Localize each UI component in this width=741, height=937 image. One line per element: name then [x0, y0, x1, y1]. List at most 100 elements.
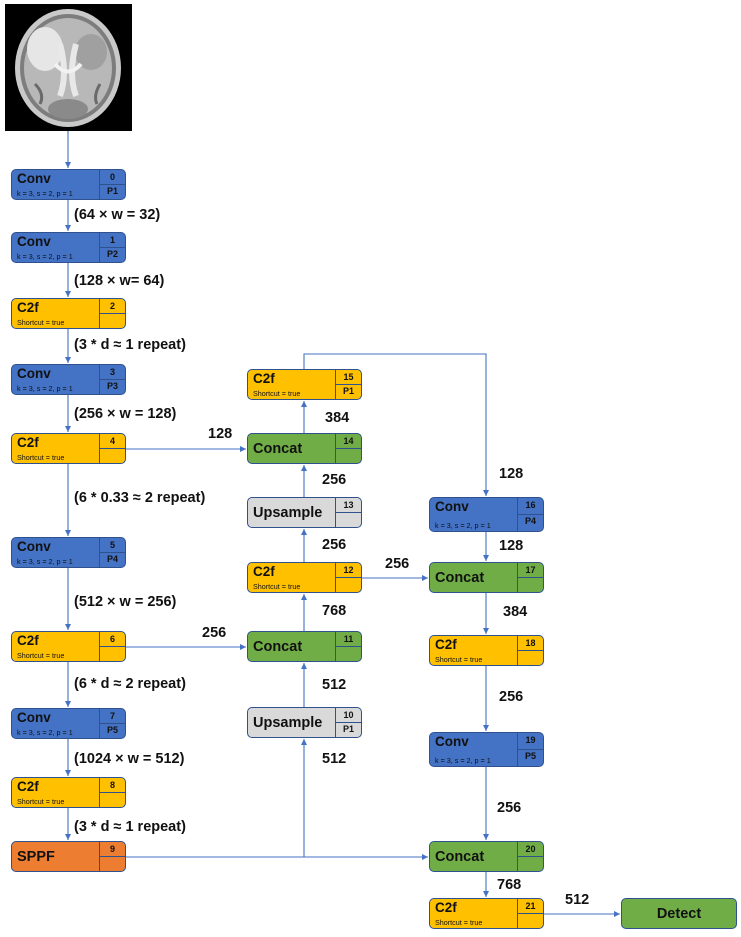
block-index-cell: 17	[517, 563, 543, 592]
block-name: Conv	[435, 499, 469, 514]
edge-label: 256	[385, 556, 410, 572]
block-name: Conv	[435, 734, 469, 749]
edge-label: 128	[499, 538, 524, 554]
c2f-block-21[interactable]: C2f Shortcut = true 21	[429, 898, 544, 929]
concat-block-17[interactable]: Concat 17	[429, 562, 544, 593]
channel-label: (128 × w= 64)	[74, 273, 165, 289]
block-index-cell: 6	[99, 632, 125, 661]
block-level: P5	[524, 750, 536, 761]
block-params: k = 3, s = 2, p = 1	[17, 557, 73, 566]
block-level	[336, 513, 361, 528]
block-level	[100, 647, 125, 662]
block-index-cell: 18	[517, 636, 543, 665]
block-index: 6	[100, 632, 125, 647]
brain-scan-illustration	[5, 4, 132, 131]
edge-label: 512	[322, 751, 347, 767]
block-index: 18	[518, 636, 543, 651]
upsample-block-13[interactable]: Upsample 13	[247, 497, 362, 528]
block-params: k = 3, s = 2, p = 1	[435, 521, 491, 530]
block-index: 19	[518, 733, 543, 750]
repeat-label: (6 * 0.33 ≈ 2 repeat)	[74, 490, 206, 506]
edge-label: 256	[322, 472, 347, 488]
block-index-cell: 11	[335, 632, 361, 661]
block-index-cell: 8	[99, 778, 125, 807]
c2f-block-8[interactable]: C2f Shortcut = true 8	[11, 777, 126, 808]
c2f-block-4[interactable]: C2f Shortcut = true 4	[11, 433, 126, 464]
c2f-block-18[interactable]: C2f Shortcut = true 18	[429, 635, 544, 666]
edge-label: 256	[322, 537, 347, 553]
sppf-block-9[interactable]: SPPF 9	[11, 841, 126, 872]
block-index-cell: 13	[335, 498, 361, 527]
block-index-cell: 9	[99, 842, 125, 871]
block-level	[100, 793, 125, 808]
block-level	[336, 647, 361, 662]
channel-label: (512 × w = 256)	[74, 594, 177, 610]
block-params: Shortcut = true	[435, 655, 483, 664]
concat-block-14[interactable]: Concat 14	[247, 433, 362, 464]
block-params: k = 3, s = 2, p = 1	[17, 384, 73, 393]
block-level	[518, 914, 543, 929]
concat-block-11[interactable]: Concat 11	[247, 631, 362, 662]
c2f-block-12[interactable]: C2f Shortcut = true 12	[247, 562, 362, 593]
block-level	[100, 449, 125, 464]
repeat-label: (3 * d ≈ 1 repeat)	[74, 337, 186, 353]
block-name: Concat	[435, 848, 485, 865]
block-index: 20	[518, 842, 543, 857]
block-index: 3	[100, 365, 125, 380]
edge-label: 768	[322, 603, 347, 619]
block-name: C2f	[253, 564, 275, 579]
block-index-cell: 20	[517, 842, 543, 871]
block-level: P1	[342, 723, 354, 734]
block-name: C2f	[17, 435, 39, 450]
block-index: 4	[100, 434, 125, 449]
block-params: k = 3, s = 2, p = 1	[17, 252, 73, 261]
block-params: Shortcut = true	[17, 797, 65, 806]
block-index: 1	[100, 233, 125, 248]
channel-label: (1024 × w = 512)	[74, 751, 185, 767]
block-level: P1	[106, 185, 118, 196]
edge-label: 384	[503, 604, 528, 620]
block-level: P4	[524, 515, 536, 526]
channel-label: (256 × w = 128)	[74, 406, 177, 422]
repeat-label: (3 * d ≈ 1 repeat)	[74, 819, 186, 835]
c2f-block-6[interactable]: C2f Shortcut = true 6	[11, 631, 126, 662]
c2f-block-2[interactable]: C2f Shortcut = true 2	[11, 298, 126, 329]
block-name: C2f	[253, 371, 275, 386]
block-name: Upsample	[253, 504, 323, 521]
block-params: Shortcut = true	[253, 389, 301, 398]
block-level	[518, 578, 543, 593]
edge-label: 128	[208, 426, 233, 442]
block-level	[518, 651, 543, 666]
block-index: 7	[100, 709, 125, 724]
block-index: 17	[518, 563, 543, 578]
connector-arrow	[303, 353, 489, 496]
edge-label: 512	[322, 677, 347, 693]
block-index: 16	[518, 498, 543, 515]
block-index: 5	[100, 538, 125, 553]
block-index: 0	[100, 170, 125, 185]
concat-block-20[interactable]: Concat 20	[429, 841, 544, 872]
edge-label: 768	[497, 877, 522, 893]
brain-mri-image	[5, 4, 132, 131]
block-index: 13	[336, 498, 361, 513]
block-index: 11	[336, 632, 361, 647]
detect-block[interactable]: Detect	[621, 898, 737, 929]
edge-label: 256	[202, 625, 227, 641]
